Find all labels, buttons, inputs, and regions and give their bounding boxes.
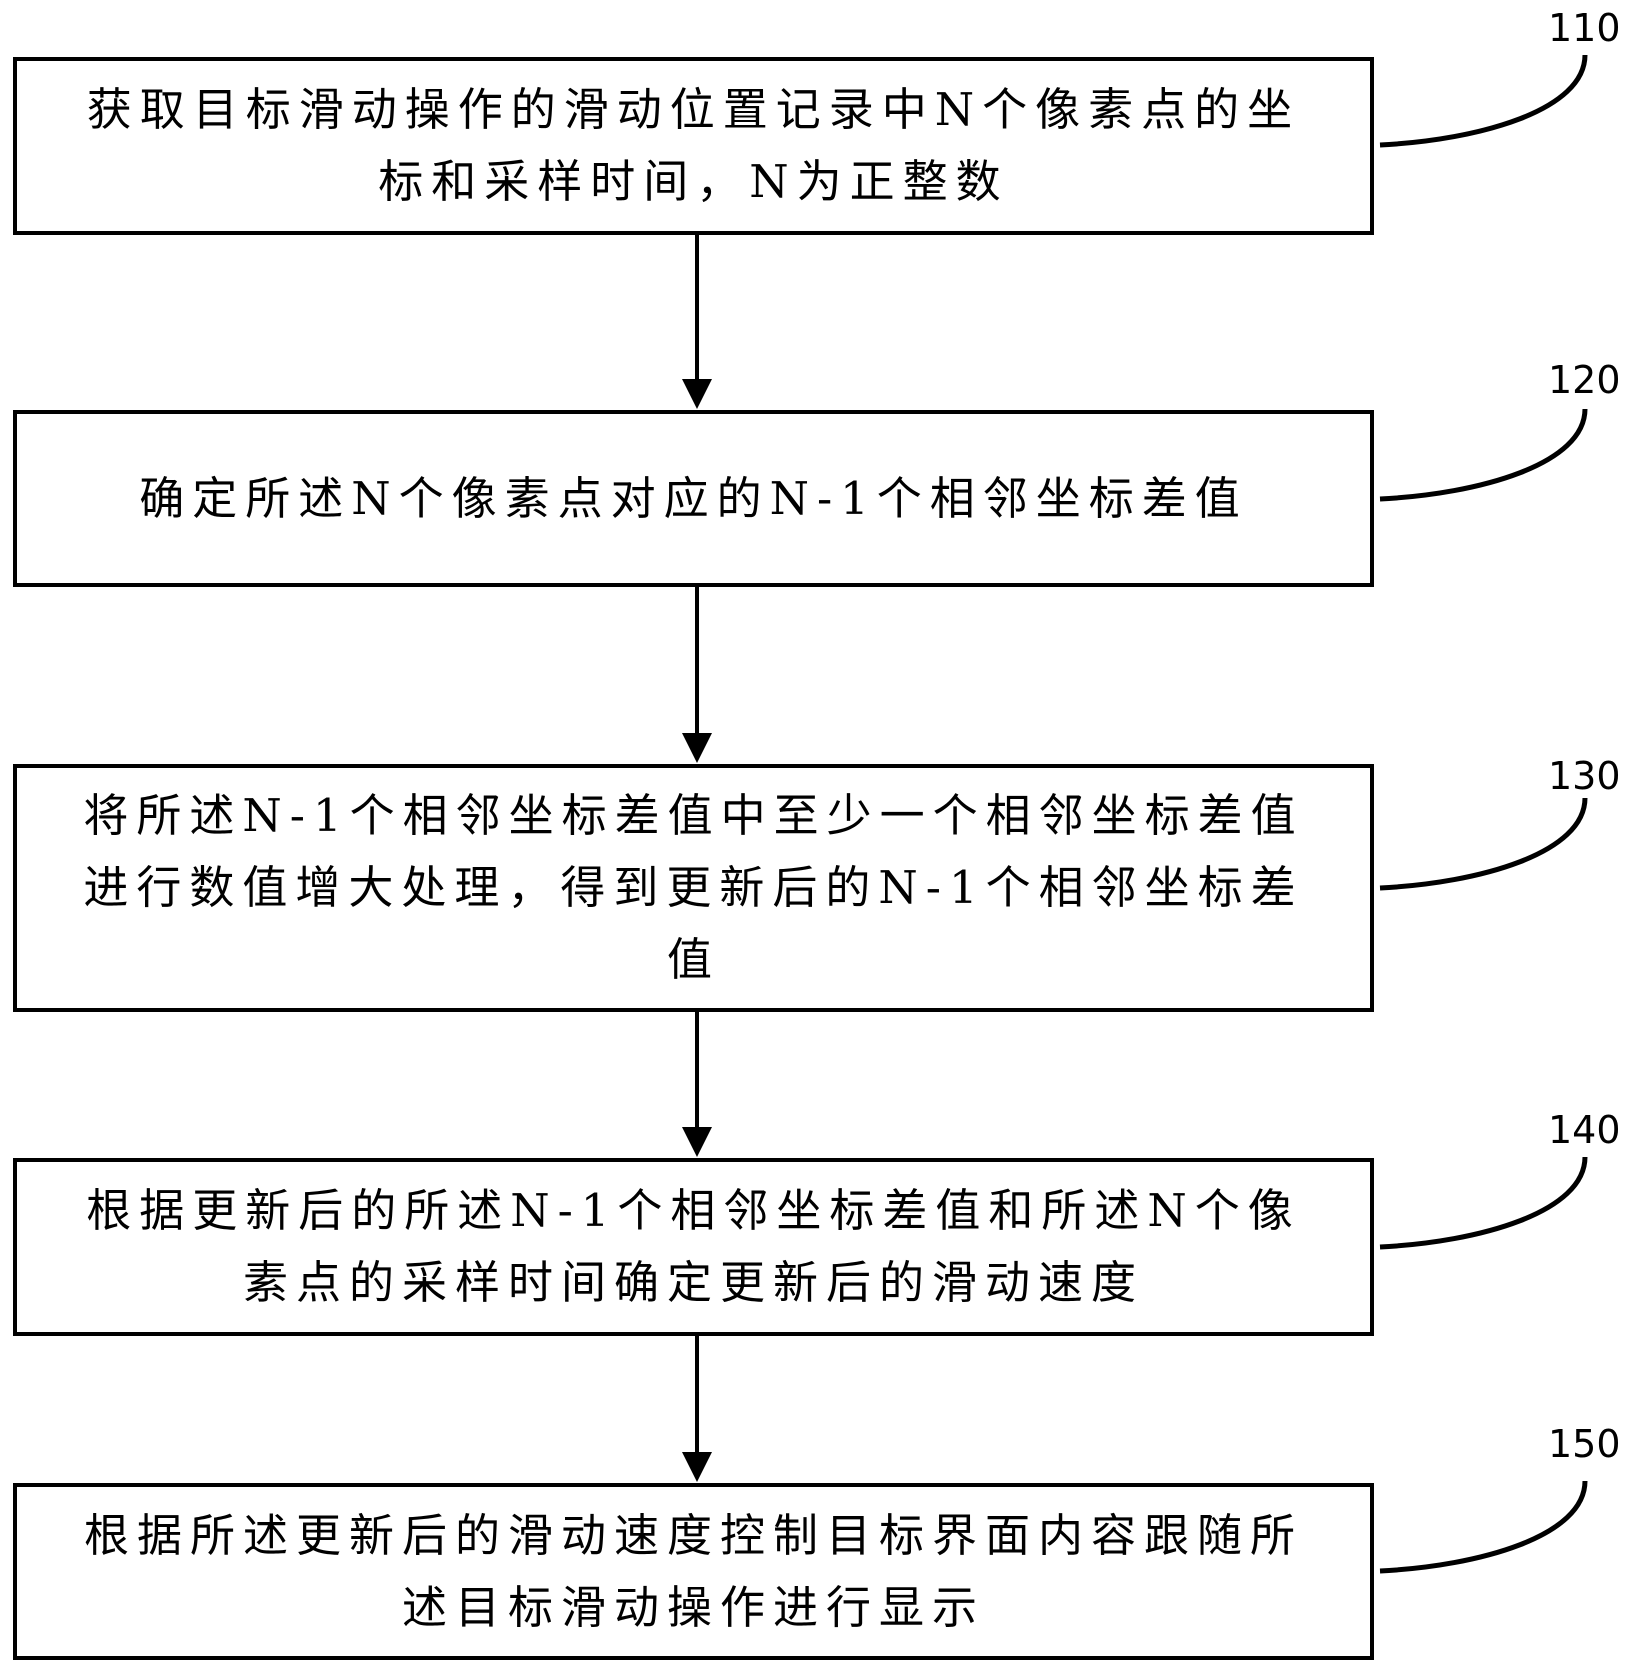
step-120-line-1: 确定所述N个像素点对应的N-1个相邻坐标差值 [139,471,1248,525]
leader-lines [1379,54,1588,1574]
arrowhead-120 [682,379,712,409]
step-130-line-2: 进行数值增大处理，得到更新后的N-1个相邻坐标差 [83,861,1304,914]
step-110-line-1: 获取目标滑动操作的滑动位置记录中N个像素点的坐 [86,83,1301,136]
step-150-line-2: 述目标滑动操作进行显示 [401,1580,985,1634]
arrowhead-140 [682,1127,712,1157]
step-box-130: 将所述N-1个相邻坐标差值中至少一个相邻坐标差值 进行数值增大处理，得到更新后的… [13,764,1374,1012]
leader-130 [1379,797,1588,891]
step-label-130: 130 [1548,754,1621,798]
step-110-line-2: 标和采样时间，N为正整数 [378,155,1009,208]
step-label-140: 140 [1548,1108,1621,1152]
step-box-110: 获取目标滑动操作的滑动位置记录中N个像素点的坐 标和采样时间，N为正整数 [13,57,1374,235]
step-label-110: 110 [1548,6,1621,50]
step-140-line-1: 根据更新后的所述N-1个相邻坐标差值和所述N个像 [86,1184,1301,1237]
arrowhead-150 [682,1452,712,1482]
arrowhead-130 [682,733,712,763]
step-label-150: 150 [1548,1422,1621,1466]
step-box-150: 根据所述更新后的滑动速度控制目标界面内容跟随所 述目标滑动操作进行显示 [13,1483,1374,1660]
step-box-140: 根据更新后的所述N-1个相邻坐标差值和所述N个像 素点的采样时间确定更新后的滑动… [13,1158,1374,1336]
step-130-line-1: 将所述N-1个相邻坐标差值中至少一个相邻坐标差值 [83,789,1304,842]
step-140-line-2: 素点的采样时间确定更新后的滑动速度 [242,1256,1144,1309]
leader-120 [1379,408,1588,502]
leader-110 [1379,54,1588,148]
step-150-line-1: 根据所述更新后的滑动速度控制目标界面内容跟随所 [83,1508,1303,1562]
leader-150 [1379,1480,1588,1574]
step-label-120: 120 [1548,358,1621,402]
step-130-line-3: 值 [666,933,720,986]
leader-140 [1379,1156,1588,1250]
step-box-120: 确定所述N个像素点对应的N-1个相邻坐标差值 [13,410,1374,587]
flow-arrows [682,235,712,1482]
